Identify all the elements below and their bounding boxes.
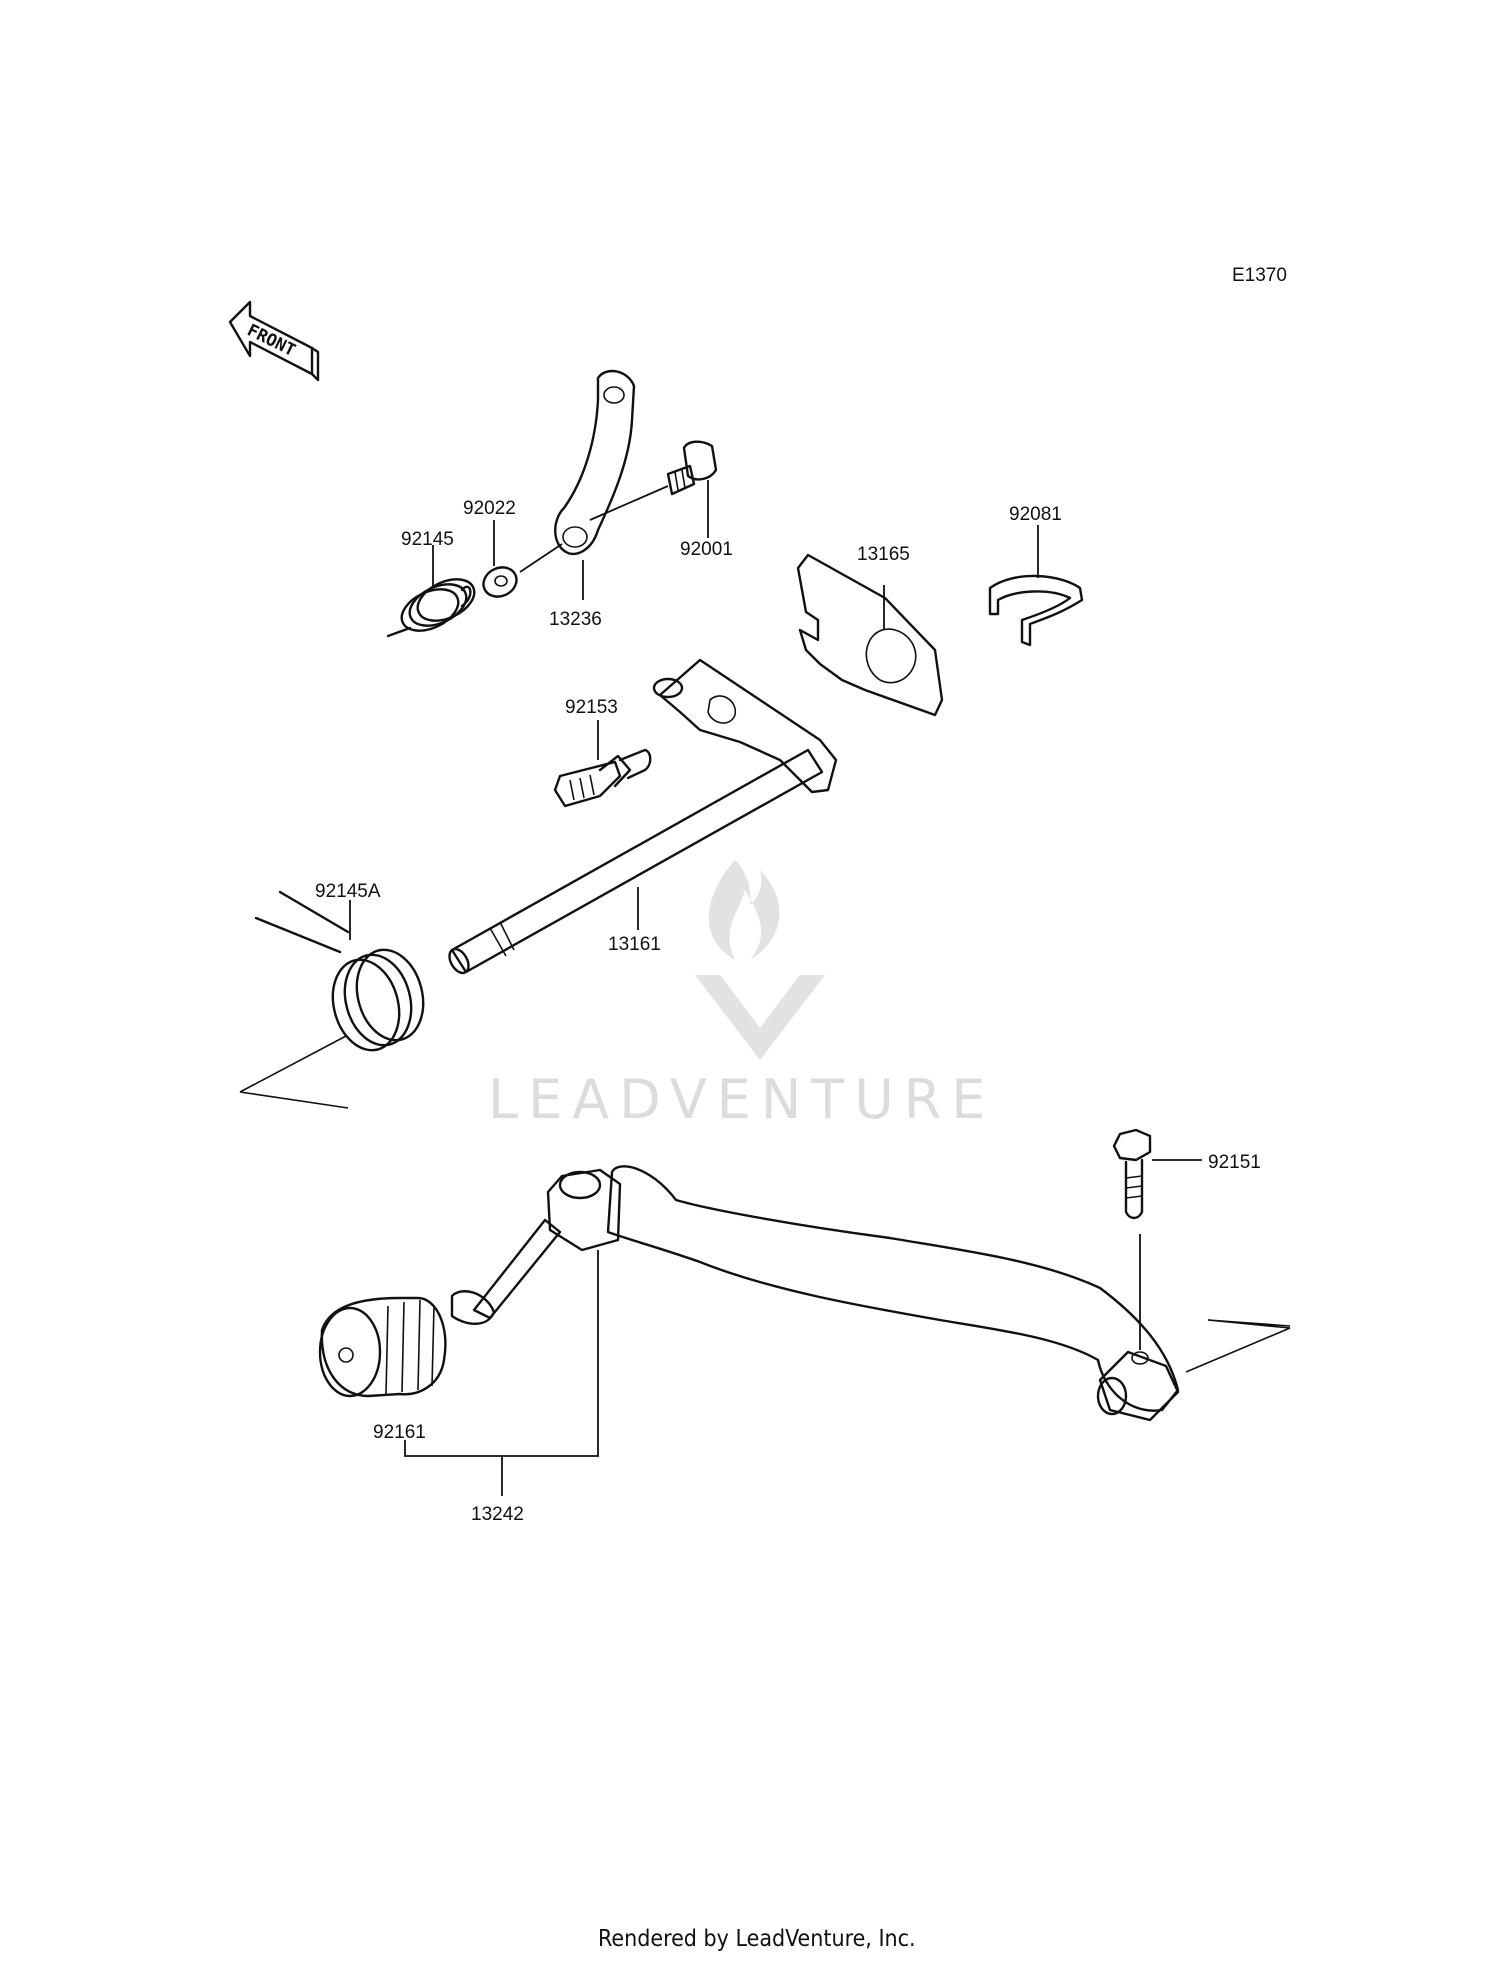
clip-92081 (988, 574, 1084, 647)
part-label-92151: 92151 (1208, 1152, 1261, 1173)
guide-plate-13165 (796, 553, 944, 717)
part-label-92153: 92153 (565, 697, 618, 718)
washer-92022 (482, 566, 518, 598)
pedal-rubber-92161 (318, 1296, 447, 1398)
leadventure-watermark-logo: LEADVENTURE (488, 860, 995, 1131)
bolt-92001 (666, 440, 718, 496)
part-label-13161: 13161 (608, 934, 661, 955)
part-label-92145A: 92145A (315, 881, 381, 902)
part-label-92145: 92145 (401, 529, 454, 550)
shift-pedal-13242 (450, 1165, 1291, 1422)
shift-shaft-13161 (448, 658, 838, 975)
shift-lever-13236 (554, 369, 636, 556)
stud-92153 (553, 748, 652, 808)
part-label-13236: 13236 (549, 609, 602, 630)
part-label-13165: 13165 (857, 544, 910, 565)
part-label-92081: 92081 (1009, 504, 1062, 525)
spring-92145 (386, 578, 476, 638)
footer-credit: Rendered by LeadVenture, Inc. (598, 1926, 916, 1952)
part-label-13242: 13242 (471, 1504, 524, 1525)
return-spring-92145A (239, 890, 425, 1109)
watermark-text: LEADVENTURE (488, 1068, 995, 1131)
bolt-92151 (1112, 1128, 1152, 1220)
part-label-92022: 92022 (463, 498, 516, 519)
part-label-92001: 92001 (680, 539, 733, 560)
part-label-92161: 92161 (373, 1422, 426, 1443)
front-arrow-icon: FRONT (228, 300, 320, 382)
diagram-code: E1370 (1232, 265, 1287, 286)
